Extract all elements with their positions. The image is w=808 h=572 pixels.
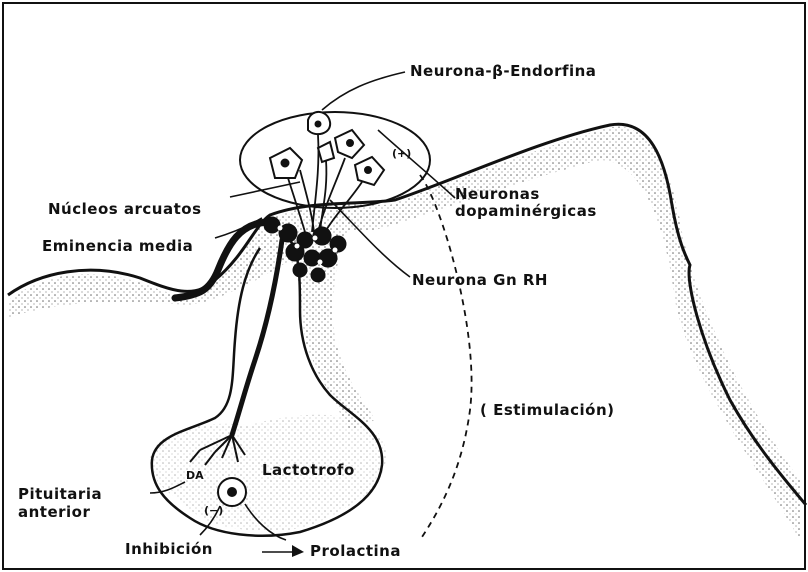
label-lactotroph: Lactotrofo [262,462,355,479]
label-plus-sign: (+) [392,148,411,160]
label-gnrh-neuron: Neurona Gn RH [412,272,548,289]
stimulation-dashed-path [420,175,472,540]
label-median-eminence: Eminencia media [42,238,193,255]
arcuate-nucleus-oval [240,112,430,208]
lactotroph-cell [218,478,246,506]
label-prolactin: Prolactina [310,543,401,560]
label-anterior-pituitary-line1: Pituitaria [18,486,102,503]
label-arcuate-nuclei: Núcleos arcuatos [48,201,202,218]
label-inhibition: Inhibición [125,541,213,558]
label-minus-sign: (−) [204,505,223,517]
label-beta-endorphin-neuron: Neurona-β-Endorfina [410,63,596,80]
label-dopaminergic-line2: dopaminérgicas [455,203,597,220]
label-dopamine: DA [186,470,204,482]
label-stimulation: ( Estimulación) [480,402,615,419]
label-anterior-pituitary-line2: anterior [18,504,90,521]
prolactin-arrow-head [292,545,304,557]
label-dopaminergic-line1: Neuronas [455,186,540,203]
tissue-shading [8,127,800,540]
